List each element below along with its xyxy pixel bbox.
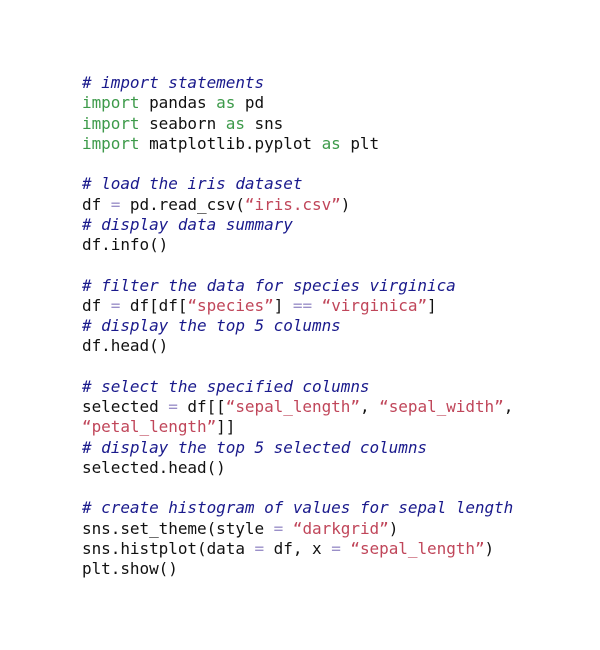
code-text: sns.set_theme(style xyxy=(82,518,274,538)
code-text: pd.read_csv( xyxy=(120,194,245,214)
code-operator: = xyxy=(168,397,178,416)
code-operator: = xyxy=(331,538,341,558)
code-line: # create histogram of values for sepal l… xyxy=(82,498,513,518)
code-text: matplotlib.pyplot xyxy=(139,133,322,153)
code-line: sns.histplot(data = df, x = “sepal_lengt… xyxy=(82,539,513,559)
code-text xyxy=(312,296,322,315)
code-string: “species” xyxy=(187,295,274,315)
code-text: seaborn xyxy=(139,113,226,133)
code-comment: # display the top 5 selected columns xyxy=(82,437,427,457)
code-line: sns.set_theme(style = “darkgrid”) xyxy=(82,519,513,539)
code-operator: = xyxy=(110,194,121,214)
code-text: ) xyxy=(484,538,495,558)
code-keyword: as xyxy=(216,93,236,113)
code-operator: == xyxy=(292,295,313,315)
code-text: df xyxy=(82,194,111,214)
code-operator: = xyxy=(254,538,265,558)
code-keyword: as xyxy=(321,133,341,153)
code-text: df.info() xyxy=(82,235,169,254)
code-string: “sepal_width” xyxy=(379,397,504,416)
code-text: selected xyxy=(82,397,169,416)
code-string: “petal_length” xyxy=(82,417,217,437)
code-text: pandas xyxy=(139,93,217,113)
code-line: selected = df[[“sepal_length”, “sepal_wi… xyxy=(82,397,513,417)
code-text: sns xyxy=(244,113,284,133)
code-line: # display the top 5 selected columns xyxy=(82,438,513,458)
code-text: plt.show() xyxy=(82,559,178,578)
code-text: plt xyxy=(340,133,380,153)
code-text: df, x xyxy=(264,538,332,558)
code-text: ) xyxy=(340,194,351,214)
code-text: df[[ xyxy=(177,397,226,416)
code-line: df.info() xyxy=(82,235,513,255)
code-string: “sepal_length” xyxy=(350,538,485,558)
code-keyword: import xyxy=(82,133,140,153)
code-text: ]] xyxy=(216,417,236,437)
code-line: import pandas as pd xyxy=(82,93,513,113)
code-text: ] xyxy=(273,295,293,315)
code-line: # display the top 5 columns xyxy=(82,316,513,336)
code-line: # filter the data for species virginica xyxy=(82,276,513,296)
code-text: selected.head() xyxy=(82,457,226,477)
code-keyword: as xyxy=(225,113,245,133)
code-line: “petal_length”]] xyxy=(82,417,513,437)
code-line: # select the specified columns xyxy=(82,377,513,397)
code-comment: # display the top 5 columns xyxy=(82,316,341,335)
code-line: # display data summary xyxy=(82,215,513,235)
code-text: sns.histplot(data xyxy=(82,538,255,558)
code-comment: # select the specified columns xyxy=(82,376,370,396)
blank-line xyxy=(82,357,513,377)
code-comment: # filter the data for species virginica xyxy=(82,275,456,295)
code-text xyxy=(283,519,293,538)
code-comment: # create histogram of values for sepal l… xyxy=(82,498,514,518)
blank-line xyxy=(82,255,513,275)
code-operator: = xyxy=(273,518,284,538)
code-line: import seaborn as sns xyxy=(82,114,513,134)
code-text: df.head() xyxy=(82,336,169,356)
code-string: “darkgrid” xyxy=(292,518,389,538)
code-text: pd xyxy=(235,93,265,113)
code-text: ) xyxy=(388,518,399,538)
code-text: , xyxy=(503,397,514,416)
code-line: # import statements xyxy=(82,73,513,93)
code-text xyxy=(341,539,351,558)
code-operator: = xyxy=(110,295,121,315)
code-text: ] xyxy=(427,295,437,315)
code-text: , xyxy=(359,397,380,416)
code-comment: # load the iris dataset xyxy=(82,174,303,194)
code-line: df = pd.read_csv(“iris.csv”) xyxy=(82,195,513,215)
code-text: df xyxy=(82,295,111,315)
code-line: import matplotlib.pyplot as plt xyxy=(82,134,513,154)
code-text: df[df[ xyxy=(120,295,188,315)
code-line: df.head() xyxy=(82,336,513,356)
code-keyword: import xyxy=(82,113,140,133)
code-line: selected.head() xyxy=(82,458,513,478)
code-comment: # import statements xyxy=(82,73,265,92)
code-string: “sepal_length” xyxy=(225,397,360,416)
code-comment: # display data summary xyxy=(82,214,293,234)
code-string: “virginica” xyxy=(321,295,428,315)
blank-line xyxy=(82,478,513,498)
code-keyword: import xyxy=(82,93,140,113)
code-string: “iris.csv” xyxy=(244,194,341,214)
blank-line xyxy=(82,154,513,174)
code-line: df = df[df[“species”] == “virginica”] xyxy=(82,296,513,316)
code-line: # load the iris dataset xyxy=(82,174,513,194)
code-line: plt.show() xyxy=(82,559,513,579)
